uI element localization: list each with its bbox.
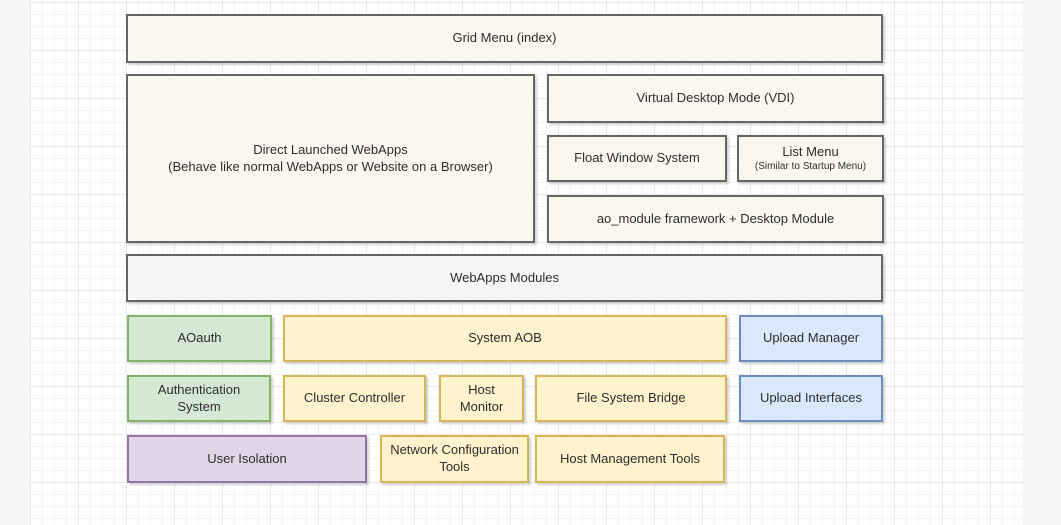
box-label: System AOB [468, 330, 542, 346]
box-system-aob: System AOB [283, 315, 727, 362]
box-label: AOauth [177, 330, 222, 346]
box-user-isolation: User Isolation [127, 435, 367, 483]
box-label: Grid Menu (index) [452, 30, 557, 46]
box-label: User Isolation [207, 450, 287, 466]
box-authentication-system: Authentication System [127, 375, 271, 422]
box-upload-manager: Upload Manager [739, 315, 883, 362]
box-label: Virtual Desktop Mode (VDI) [636, 90, 795, 106]
box-virtual-desktop-mode: Virtual Desktop Mode (VDI) [547, 74, 884, 123]
box-file-system-bridge: File System Bridge [535, 375, 727, 422]
box-float-window-system: Float Window System [547, 135, 727, 182]
box-label: File System Bridge [576, 390, 686, 406]
box-ao-module-framework: ao_module framework + Desktop Module [547, 195, 884, 243]
box-label: ao_module framework + Desktop Module [596, 210, 835, 226]
box-network-configuration-tools: Network Configuration Tools [380, 435, 529, 483]
box-list-menu: List Menu (Similar to Startup Menu) [737, 135, 884, 182]
box-host-management-tools: Host Management Tools [535, 435, 725, 483]
box-label: Direct Launched WebApps [253, 141, 408, 157]
box-label: Upload Manager [762, 330, 860, 346]
box-host-monitor: Host Monitor [439, 375, 524, 422]
box-label: Float Window System [574, 150, 700, 166]
box-cluster-controller: Cluster Controller [283, 375, 426, 422]
box-label: List Menu [782, 143, 839, 159]
box-webapps-modules: WebApps Modules [126, 254, 883, 302]
box-upload-interfaces: Upload Interfaces [739, 375, 883, 422]
box-label: WebApps Modules [450, 269, 559, 285]
box-sublabel: (Similar to Startup Menu) [754, 161, 867, 173]
box-aoauth: AOauth [127, 315, 272, 362]
box-label: Host Management Tools [560, 450, 700, 466]
box-label: Upload Interfaces [760, 390, 862, 406]
box-label: Authentication System [157, 381, 241, 414]
box-grid-menu: Grid Menu (index) [126, 14, 883, 63]
box-sublabel: (Behave like normal WebApps or Website o… [168, 158, 493, 174]
box-label: Cluster Controller [303, 390, 406, 406]
box-label: Host Monitor [459, 381, 504, 414]
box-label: Network Configuration Tools [390, 442, 519, 474]
box-direct-launched-webapps: Direct Launched WebApps (Behave like nor… [126, 74, 535, 243]
